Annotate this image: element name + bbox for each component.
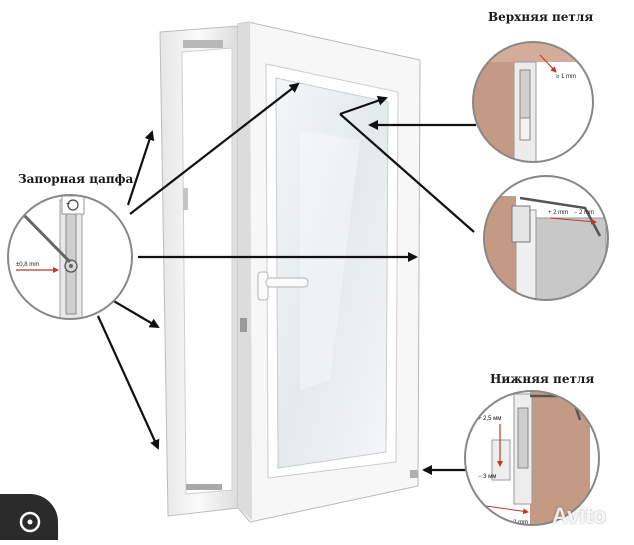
pin-offset-label: ±0,8 mm [16,262,39,268]
bottom-hinge-detail: + 2,5 мм − 3 мм + 2 mm − 2 mm [464,390,600,526]
locking-pin-detail: ±0,8 mm [7,194,133,320]
arrow-icon [339,113,475,233]
arrow-icon [96,315,160,450]
bottom-vertical-minus-label: − 3 мм [478,474,496,480]
mid-hinge-left-label: + 2 mm [548,210,568,216]
arrow-icon [111,299,160,329]
window-handle [257,271,309,301]
frame-keeper [183,188,188,210]
bottom-hinge-title: Нижняя петля [490,372,595,386]
top-scissor-arm [183,40,223,48]
arrow-icon [339,95,388,116]
bottom-right-label: − 2 mm [508,520,528,526]
top-hinge-gap-label: ≥ 1 mm [556,74,576,80]
mid-hinge-right-label: − 2 mm [574,210,594,216]
glass-pane [275,77,389,469]
outer-frame [159,25,239,517]
google-lens-badge-icon [0,494,58,540]
pointer-arrows [96,82,476,475]
avito-watermark: Avito [552,503,607,528]
top-hinge-title: Верхняя петля [488,10,594,24]
window-sash [237,21,421,523]
middle-hinge-mark [240,318,247,332]
bottom-vertical-plus-label: + 2,5 мм [478,416,501,422]
arrow-icon [126,130,155,206]
top-hinge-detail: ≥ 1 mm [472,41,594,163]
locking-pin-title: Запорная цапфа [18,172,134,186]
middle-hinge-detail: + 2 mm − 2 mm [483,175,609,301]
bottom-left-label: + 2 mm [480,516,500,522]
arrow-icon [129,82,300,215]
bottom-keeper [186,484,222,490]
rotate-arrows-icon [61,195,85,215]
